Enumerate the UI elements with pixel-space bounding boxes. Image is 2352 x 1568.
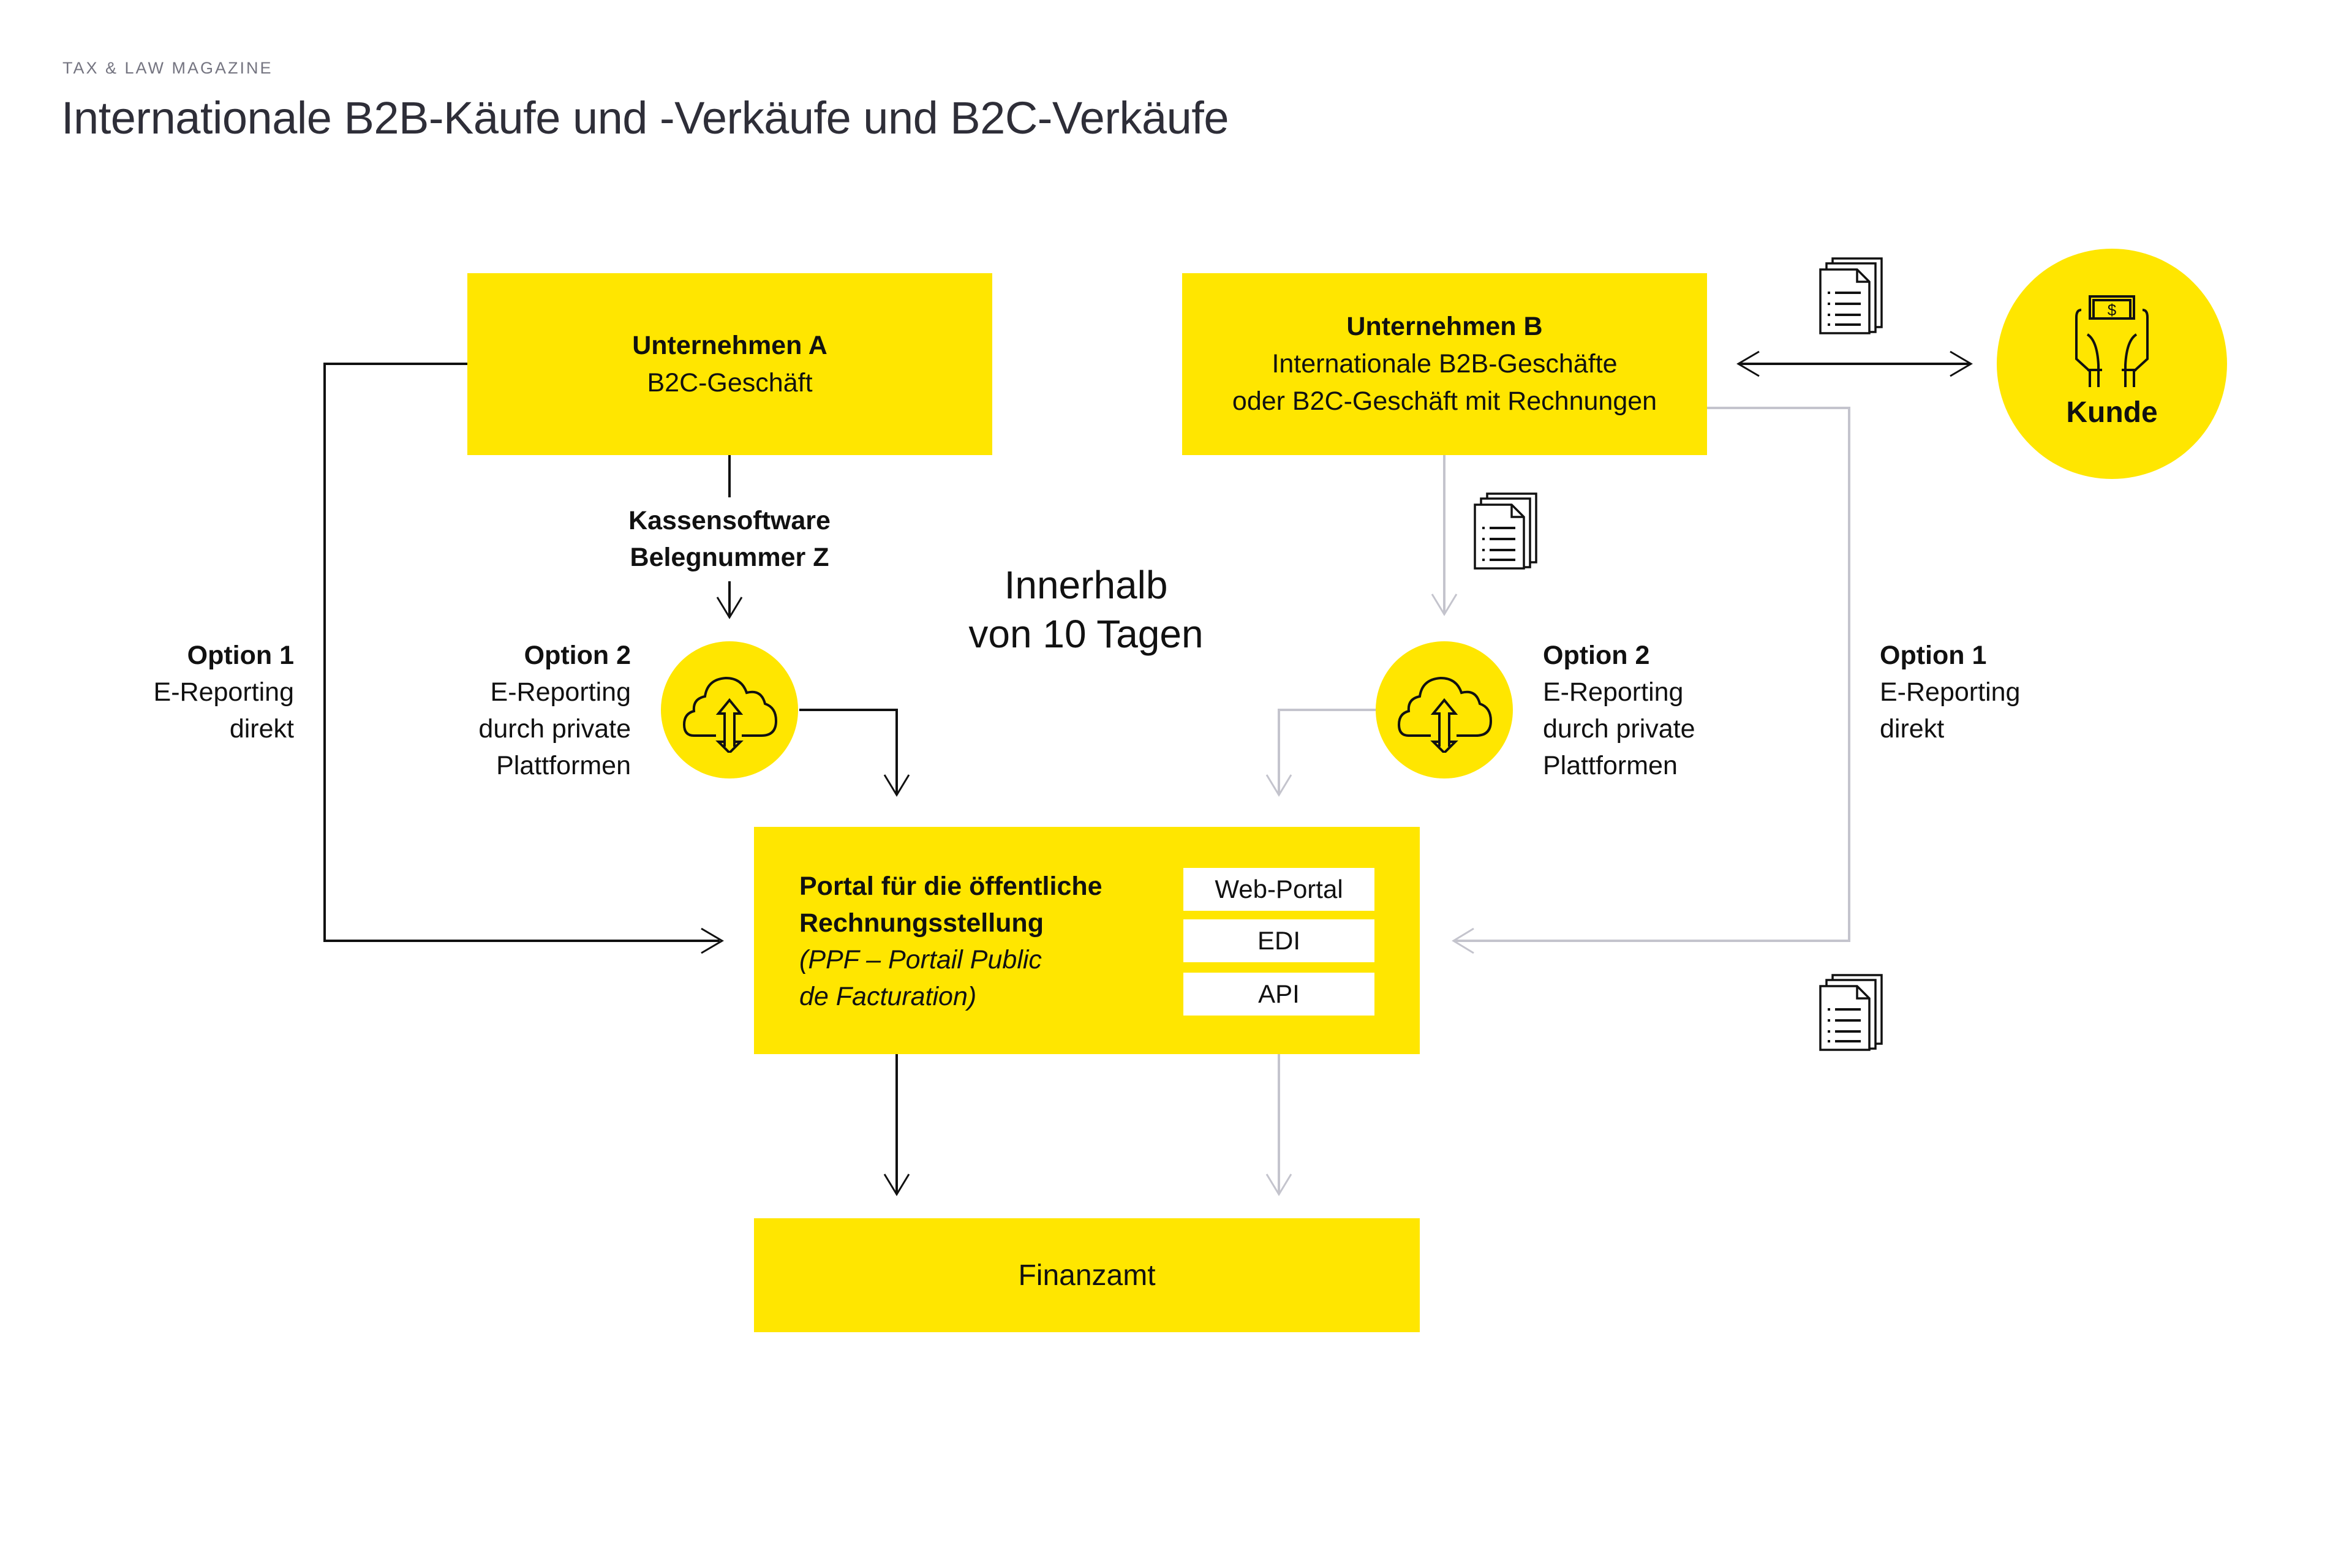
cash-software-line1: Kassensoftware	[628, 506, 831, 535]
option1-right-line2: direkt	[1880, 714, 1945, 744]
company-a-box: Unternehmen A B2C-Geschäft	[467, 273, 992, 455]
option1-right-line1: E-Reporting	[1880, 677, 2021, 707]
customer-label: Kunde	[2066, 396, 2158, 429]
cloud-upload-download-icon	[1397, 676, 1493, 753]
svg-text:$: $	[2108, 301, 2117, 319]
cash-software-line2: Belegnummer Z	[630, 543, 829, 572]
channel-edi: EDI	[1183, 919, 1374, 962]
tax-office-box: Finanzamt	[754, 1218, 1420, 1332]
option1-left-title: Option 1	[187, 641, 294, 670]
deadline-line1: Innerhalb	[1004, 563, 1168, 607]
option2-right-line1: E-Reporting	[1543, 677, 1684, 707]
deadline-line2: von 10 Tagen	[968, 612, 1204, 656]
company-a-subtitle: B2C-Geschäft	[647, 368, 813, 398]
document-stack-icon	[1474, 492, 1537, 570]
option2-left-line3: Plattformen	[496, 751, 631, 780]
option2-right-line3: Plattformen	[1543, 751, 1678, 780]
option2-right-label: Option 2 E-Reporting durch private Platt…	[1543, 637, 1695, 784]
company-b-line1: Internationale B2B-Geschäfte	[1272, 349, 1618, 379]
option2-right-title: Option 2	[1543, 641, 1650, 670]
channel-api: API	[1183, 973, 1374, 1016]
company-b-title: Unternehmen B	[1346, 312, 1543, 341]
connector-portal-to-finanzamt-dark	[883, 1054, 910, 1196]
portal-description: Portal für die öffentliche Rechnungsstel…	[799, 868, 1102, 1015]
document-stack-icon	[1819, 974, 1883, 1051]
cloud-upload-download-icon	[682, 676, 778, 753]
cloud-node-a	[661, 641, 798, 778]
cloud-node-b	[1376, 641, 1513, 778]
double-arrow-icon	[1736, 350, 1973, 377]
company-a-title: Unternehmen A	[632, 330, 827, 360]
option2-right-line2: durch private	[1543, 714, 1695, 744]
option2-left-line1: E-Reporting	[490, 677, 631, 707]
cash-software-label: Kassensoftware Belegnummer Z	[607, 502, 852, 576]
connector-portal-to-finanzamt-grey	[1265, 1054, 1292, 1196]
magazine-label: TAX & LAW MAGAZINE	[62, 59, 273, 77]
portal-note-line1: (PPF – Portail Public	[799, 945, 1042, 974]
option1-left-label: Option 1 E-Reporting direkt	[154, 637, 294, 747]
option1-right-label: Option 1 E-Reporting direkt	[1880, 637, 2020, 747]
option2-left-title: Option 2	[524, 641, 631, 670]
page-title: Internationale B2B-Käufe und -Verkäufe u…	[61, 92, 1229, 143]
connector-cloud-a-to-portal	[799, 709, 910, 797]
connector-option1-right	[1452, 407, 1850, 954]
tax-office-label: Finanzamt	[1018, 1259, 1156, 1292]
connector-cloud-b-to-portal	[1265, 709, 1376, 797]
connector-a-to-kasse	[716, 455, 743, 619]
option2-left-line2: durch private	[478, 714, 631, 744]
company-b-line2: oder B2C-Geschäft mit Rechnungen	[1232, 386, 1657, 416]
document-stack-icon	[1819, 257, 1883, 334]
portal-title-line2: Rechnungsstellung	[799, 908, 1044, 938]
deadline-label: Innerhalb von 10 Tagen	[902, 560, 1270, 658]
option1-left-line1: E-Reporting	[153, 677, 294, 707]
portal-note-line2: de Facturation)	[799, 982, 977, 1011]
customer-node: $ Kunde	[1997, 249, 2227, 479]
hands-holding-money-icon: $	[2075, 295, 2149, 387]
option2-left-label: Option 2 E-Reporting durch private Platt…	[478, 637, 631, 784]
connector-option1-left	[323, 363, 724, 954]
connector-b-to-cloud-b	[1431, 455, 1458, 616]
public-invoicing-portal-box: Portal für die öffentliche Rechnungsstel…	[754, 827, 1420, 1054]
portal-title-line1: Portal für die öffentliche	[799, 872, 1102, 901]
company-b-box: Unternehmen B Internationale B2B-Geschäf…	[1182, 273, 1707, 455]
option1-right-title: Option 1	[1880, 641, 1987, 670]
option1-left-line2: direkt	[229, 714, 294, 744]
channel-web-portal: Web-Portal	[1183, 868, 1374, 911]
